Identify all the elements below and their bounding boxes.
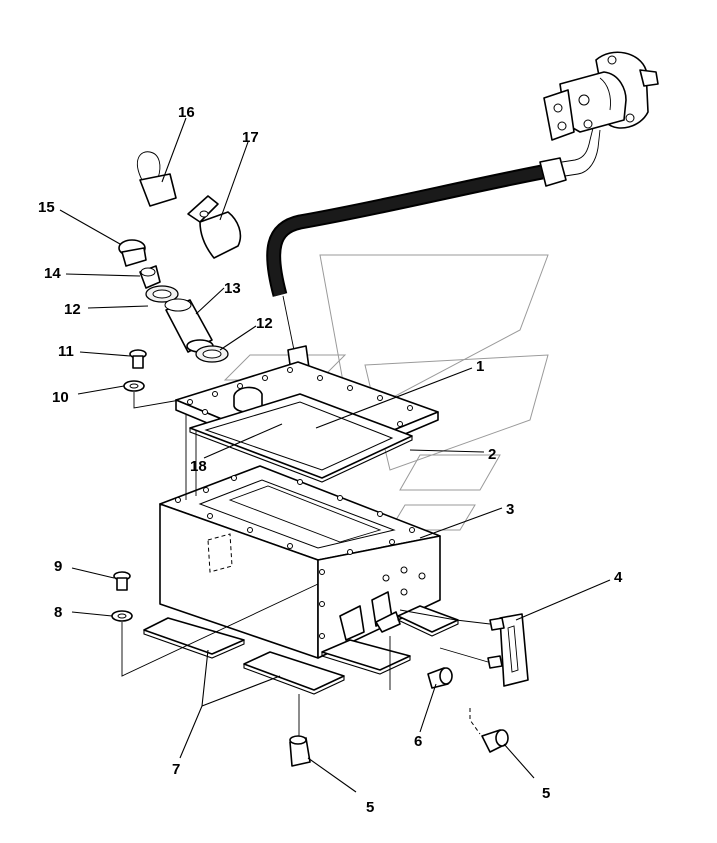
callout-5-right: 5 <box>542 785 550 802</box>
gasket-2 <box>189 393 413 483</box>
callout-5-left: 5 <box>366 799 374 816</box>
plug-15 <box>118 239 147 267</box>
callout-10: 10 <box>52 389 69 406</box>
drain-plug-5-right <box>469 708 509 753</box>
screw-9 <box>113 571 131 591</box>
filler-cap-17 <box>187 195 242 259</box>
bolt-6 <box>427 667 453 689</box>
bracket-4 <box>399 609 529 687</box>
callout-labels: 1 2 3 4 5 5 6 7 8 9 10 11 12 12 13 14 15… <box>38 104 623 816</box>
screw-11 <box>129 349 147 369</box>
padlock-part-16 <box>137 151 177 207</box>
callout-8: 8 <box>54 604 62 621</box>
callout-4: 4 <box>614 569 623 586</box>
callout-13: 13 <box>224 280 241 297</box>
callout-9: 9 <box>54 558 62 575</box>
callout-14: 14 <box>44 265 61 282</box>
hose-assembly <box>266 127 601 395</box>
callout-12-left: 12 <box>64 301 81 318</box>
clamp-12-bottom <box>195 345 229 363</box>
callout-12-right: 12 <box>256 315 273 332</box>
bushing-14 <box>139 265 161 289</box>
callout-15: 15 <box>38 199 55 216</box>
callout-11: 11 <box>58 343 74 360</box>
callout-2: 2 <box>488 446 496 463</box>
callout-18: 18 <box>190 458 207 475</box>
callout-3: 3 <box>506 501 514 518</box>
rubber-pads-7 <box>143 605 459 695</box>
tube-13 <box>164 298 214 353</box>
callout-6: 6 <box>414 733 422 750</box>
washer-10 <box>123 380 181 409</box>
tank-body-3 <box>159 465 441 659</box>
callout-17: 17 <box>242 129 259 146</box>
clamp-12-top <box>145 285 179 303</box>
callout-1: 1 <box>476 358 484 375</box>
callout-16: 16 <box>178 104 195 121</box>
hydraulic-pump <box>543 51 659 141</box>
callout-7: 7 <box>172 761 180 778</box>
leader-lines <box>59 117 611 793</box>
assembly-lines <box>185 414 391 690</box>
drain-plug-5-left <box>289 694 311 767</box>
